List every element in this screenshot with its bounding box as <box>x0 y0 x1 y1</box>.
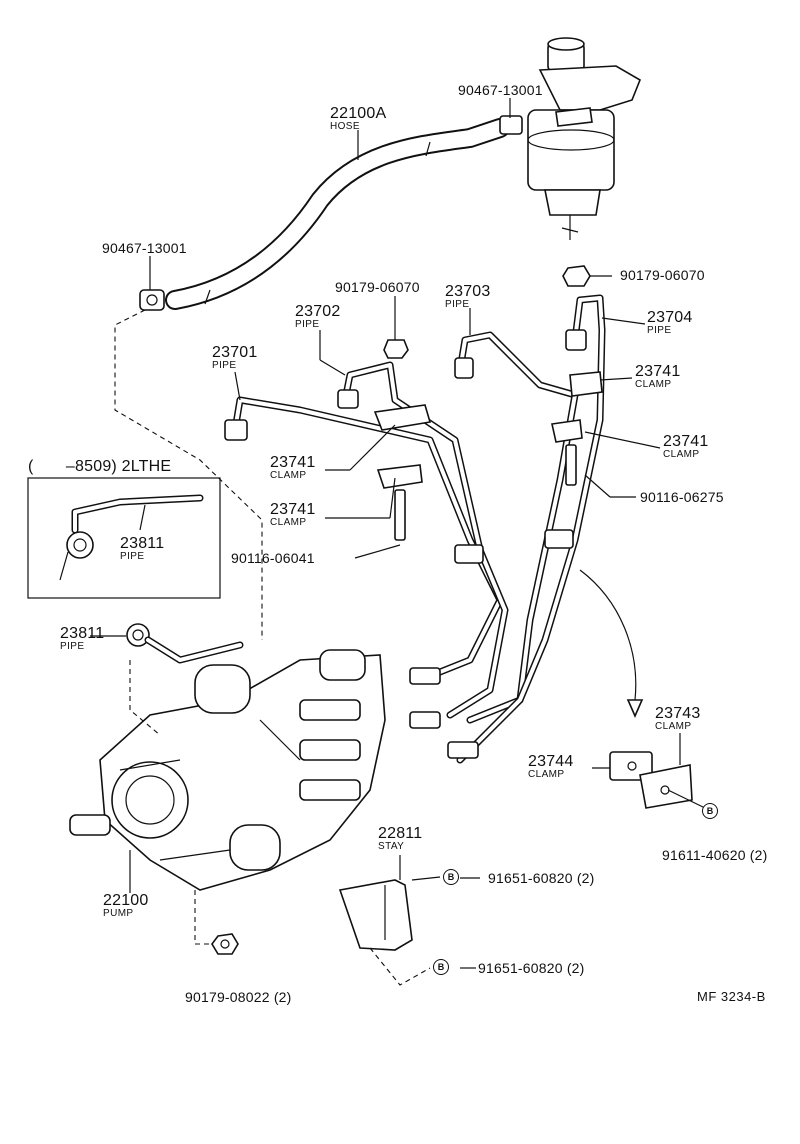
clamp-23744-name: CLAMP <box>528 769 565 780</box>
bolt-c-part-number: 91611-40620 (2) <box>662 847 768 863</box>
stud-90116-06041 <box>394 489 406 541</box>
inset-pipe <box>59 494 204 581</box>
clamp-23744-part <box>609 751 653 781</box>
clamp-23741-left <box>373 404 432 431</box>
stud-b-part-number: 90116-06275 <box>640 489 724 505</box>
pipe-23704-name: PIPE <box>647 325 672 336</box>
clamp-23744-number: 23744 <box>528 753 574 770</box>
clamp-23741-c-name: CLAMP <box>270 470 307 481</box>
pipe-clamp-bands <box>454 529 574 564</box>
hose-clamp-top <box>499 115 523 135</box>
stay-bracket <box>338 879 413 951</box>
pipe-23701-name: PIPE <box>212 360 237 371</box>
hose-part-number: 22100A <box>330 105 387 122</box>
pipe-23702-number: 23702 <box>295 303 341 320</box>
pipe-23703-number: 23703 <box>445 283 491 300</box>
bolt-b1-part-number: 91651-60820 (2) <box>488 870 595 886</box>
nozzle-fittings <box>224 329 587 759</box>
pipe-23704-number: 23704 <box>647 309 693 326</box>
inset-title: ( –8509) 2LTHE <box>28 458 172 475</box>
pipe-23811-number: 23811 <box>60 625 105 642</box>
inset-pipe-number: 23811 <box>120 535 165 552</box>
hose-clamp-left <box>139 289 165 311</box>
clamp-23741-right-bottom <box>551 419 583 443</box>
nut-a-part-number: 90179-06070 <box>335 279 420 295</box>
circle-b-marker-2: B <box>433 959 449 975</box>
clamp-23743-name: CLAMP <box>655 721 692 732</box>
diagram-reference-code: MF 3234-B <box>697 989 766 1004</box>
clamp-23741-a-name: CLAMP <box>635 379 672 390</box>
fuel-filter-assembly <box>527 37 641 240</box>
pump-part-number: 22100 <box>103 892 149 909</box>
bolt-b2-part-number: 91651-60820 (2) <box>478 960 585 976</box>
pump-part-name: PUMP <box>103 908 134 919</box>
pipe-23703-name: PIPE <box>445 299 470 310</box>
injection-pump-body <box>69 649 386 891</box>
clamp-23741-d-number: 23741 <box>270 501 316 518</box>
leak-off-pipe <box>126 623 244 664</box>
pipe-23702-name: PIPE <box>295 319 320 330</box>
clamp-23741-right-top <box>569 371 603 397</box>
clamp-23741-c-number: 23741 <box>270 454 316 471</box>
pipe-23701-number: 23701 <box>212 344 258 361</box>
nut-mid <box>383 339 409 359</box>
clamp-left-part-number: 90467-13001 <box>102 240 187 256</box>
stay-part-name: STAY <box>378 841 405 852</box>
stud-a-part-number: 90116-06041 <box>231 550 315 566</box>
circle-b-marker-c: B <box>702 803 718 819</box>
clamp-23741-d-name: CLAMP <box>270 517 307 528</box>
dashed-guides <box>114 309 431 986</box>
nut-90179-08022 <box>211 933 239 955</box>
stay-part-number: 22811 <box>378 825 423 842</box>
clamp-23743-number: 23743 <box>655 705 701 722</box>
circle-b-marker-1: B <box>443 869 459 885</box>
nut-b-part-number: 90179-06070 <box>620 267 705 283</box>
direction-arrow <box>579 569 637 701</box>
inset-pipe-name: PIPE <box>120 551 145 562</box>
nut-top-right <box>562 265 591 287</box>
pipe-23811-name: PIPE <box>60 641 85 652</box>
leader-lines <box>90 98 706 969</box>
nut-c-part-number: 90179-08022 (2) <box>185 989 292 1005</box>
clamp-top-part-number: 90467-13001 <box>458 82 543 98</box>
clamp-23741-a-number: 23741 <box>635 363 681 380</box>
clamp-23741-lower <box>376 464 423 489</box>
stud-90116-06275 <box>565 444 577 486</box>
clamp-23741-b-number: 23741 <box>663 433 709 450</box>
hose-part-name: HOSE <box>330 121 360 132</box>
injection-pipes <box>231 294 606 764</box>
inset-box <box>27 477 221 599</box>
clamp-23741-b-name: CLAMP <box>663 449 700 460</box>
